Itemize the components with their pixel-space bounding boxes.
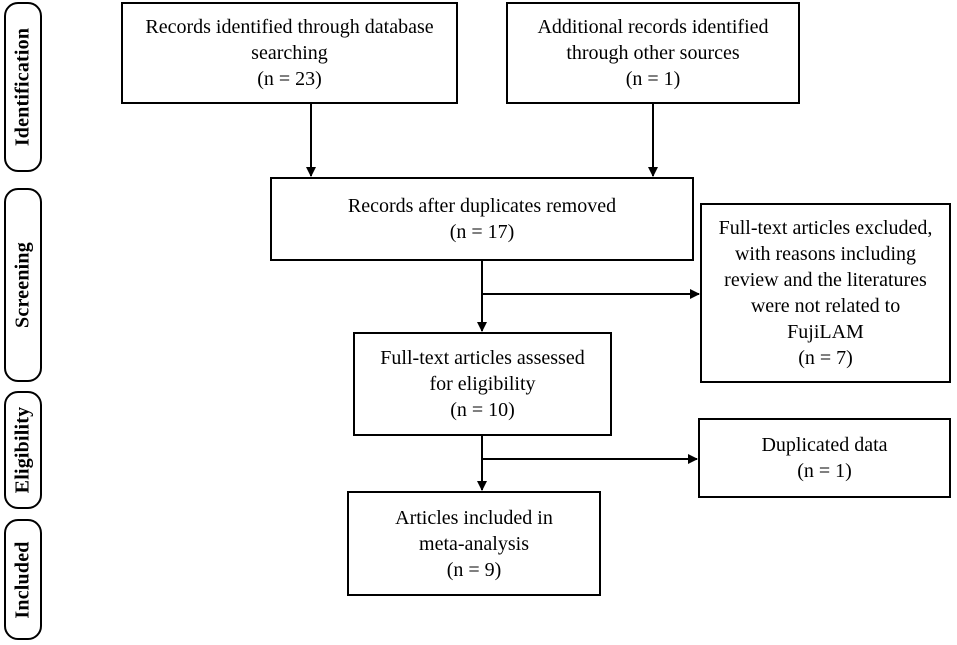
box-count: (n = 1) <box>797 460 852 482</box>
box-count: (n = 9) <box>446 558 502 581</box>
box-text: FujiLAM <box>787 321 864 343</box>
box-text: meta-analysis <box>419 532 529 555</box>
box-full-text-excluded: Full-text articles excluded, with reason… <box>700 203 951 383</box>
box-text: were not related to <box>750 295 901 317</box>
box-other-sources: Additional records identified through ot… <box>506 2 800 104</box>
box-count: (n = 1) <box>625 68 681 90</box>
box-text: Full-text articles excluded, <box>718 217 933 239</box>
stage-eligibility-label: Eligibility <box>11 406 34 494</box>
stage-identification: Identification <box>4 2 42 172</box>
box-text: Duplicated data <box>761 434 888 456</box>
stage-screening-label: Screening <box>11 242 34 328</box>
box-count: (n = 10) <box>450 399 515 421</box>
box-text: with reasons including <box>734 243 917 265</box>
stage-identification-label: Identification <box>11 27 34 147</box>
box-articles-included: Articles included in meta-analysis (n = … <box>347 491 601 596</box>
stage-screening: Screening <box>4 188 42 382</box>
box-duplicated-data: Duplicated data (n = 1) <box>698 418 951 498</box>
box-text: Articles included in <box>395 506 553 529</box>
box-text: Records after duplicates removed <box>347 195 617 217</box>
box-text: through other sources <box>566 42 740 64</box>
box-database-records: Records identified through database sear… <box>121 2 458 104</box>
box-text: Records identified through database <box>145 16 434 38</box>
stage-included-label: Included <box>11 540 34 619</box>
box-text: Full-text articles assessed <box>380 347 585 369</box>
box-text: review and the literatures <box>724 269 927 291</box>
box-text: Additional records identified <box>537 16 769 38</box>
box-count: (n = 17) <box>449 221 515 243</box>
box-text: for eligibility <box>429 373 536 395</box>
stage-eligibility: Eligibility <box>4 391 42 509</box>
box-text: searching <box>251 42 328 64</box>
box-count: (n = 23) <box>257 68 322 90</box>
box-full-text-assessed: Full-text articles assessed for eligibil… <box>353 332 612 436</box>
box-count: (n = 7) <box>798 347 853 369</box>
box-duplicates-removed: Records after duplicates removed (n = 17… <box>270 177 694 261</box>
stage-included: Included <box>4 519 42 640</box>
